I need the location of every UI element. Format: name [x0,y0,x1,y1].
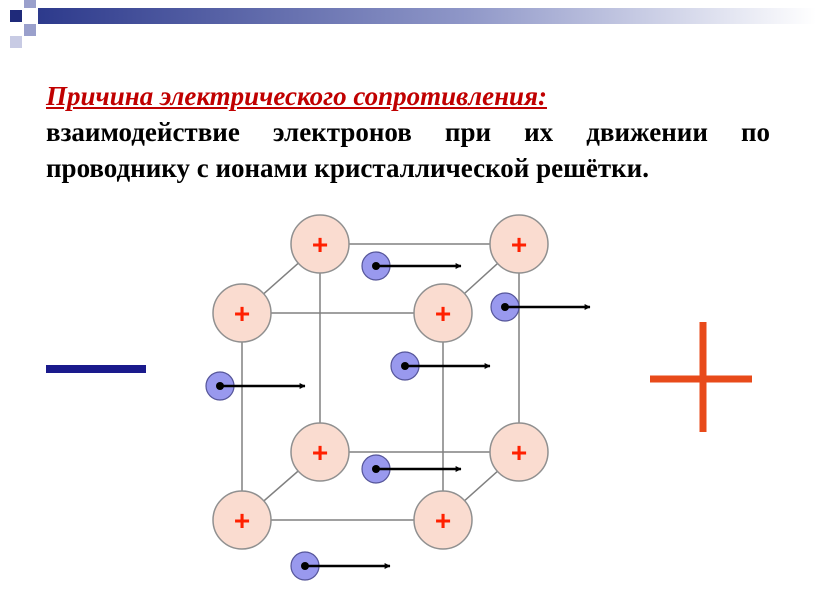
slide-heading: Причина электрического сопротивления: вз… [46,78,770,186]
header-square-2 [24,0,36,8]
ion-sign: + [435,298,451,329]
ion-back-bottom-right: + [489,422,549,482]
electron-3 [390,351,491,381]
ion-sign: + [234,298,250,329]
plus-sign [650,322,752,432]
header-square-3 [24,24,36,36]
ion-front-bottom-left: + [212,490,272,550]
ion-sign: + [312,229,328,260]
ion-front-top-left: + [212,283,272,343]
ion-sign: + [312,437,328,468]
electron-4 [205,371,306,401]
ion-back-top-left: + [290,214,350,274]
slide-body-text: взаимодействие электронов при их движени… [46,117,770,183]
ion-front-top-right: + [413,283,473,343]
ion-front-bottom-right: + [413,490,473,550]
ion-sign: + [234,505,250,536]
ion-sign: + [511,229,527,260]
ion-sign: + [511,437,527,468]
electron-2 [490,292,591,322]
slide-title: Причина электрического сопротивления: [46,81,547,111]
ion-back-top-right: + [489,214,549,274]
header-gradient-bar [38,8,816,24]
header-square-1 [10,10,22,22]
electron-5 [361,454,462,484]
decorative-header-bar [10,0,816,48]
ion-sign: + [435,505,451,536]
electron-1 [361,251,462,281]
ion-back-bottom-left: + [290,422,350,482]
electron-6 [290,551,391,581]
header-square-4 [10,36,22,48]
